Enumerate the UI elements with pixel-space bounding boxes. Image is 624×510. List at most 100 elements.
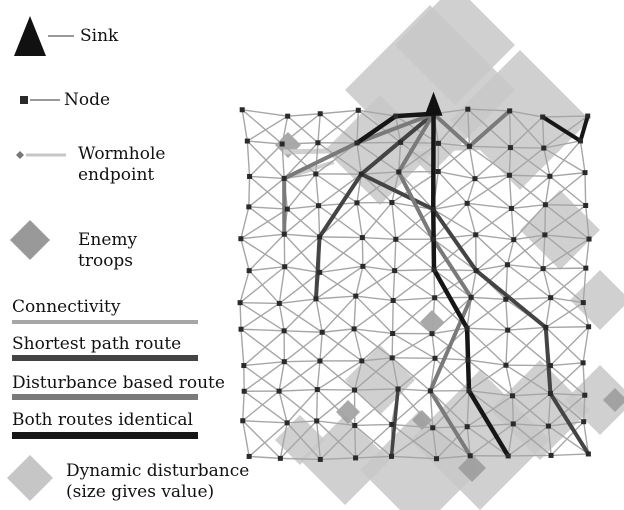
connectivity-edge	[248, 233, 285, 272]
node-marker	[317, 358, 323, 364]
node-marker	[353, 455, 359, 461]
connectivity-edge	[432, 427, 471, 457]
enemy-troops-marker	[458, 454, 486, 482]
connectivity-edge	[278, 360, 321, 392]
connectivity-edge	[249, 455, 281, 460]
node-marker	[240, 418, 246, 424]
connectivity-edge	[584, 172, 587, 206]
node-marker	[473, 268, 479, 274]
connectivity-edge	[355, 266, 364, 297]
node-marker	[317, 269, 323, 275]
connectivity-edge	[466, 298, 507, 329]
connectivity-edge	[353, 299, 394, 330]
connectivity-edge	[355, 423, 393, 459]
connectivity-edge	[239, 302, 242, 330]
legend-connectivity-line	[12, 320, 198, 324]
connectivity-edge	[319, 360, 356, 391]
connectivity-edge	[550, 421, 585, 456]
connectivity-edge	[356, 141, 401, 144]
node-marker	[281, 231, 287, 237]
connectivity-edge	[240, 206, 250, 239]
node-marker	[547, 173, 553, 179]
node-marker	[279, 141, 285, 147]
connectivity-edge	[398, 171, 434, 210]
node-marker	[582, 170, 588, 176]
node-marker	[317, 234, 323, 240]
connectivity-edge	[286, 173, 317, 210]
node-marker	[317, 111, 323, 117]
connectivity-edge	[354, 423, 392, 427]
connectivity-edge	[505, 365, 514, 396]
connectivity-edge	[281, 116, 289, 145]
connectivity-edge	[512, 392, 551, 425]
node-marker	[427, 388, 433, 394]
connectivity-edge	[397, 357, 436, 390]
connectivity-edge	[362, 265, 394, 301]
connectivity-edge	[246, 115, 289, 142]
connectivity-edge	[249, 175, 285, 180]
connectivity-edge	[319, 236, 364, 267]
connectivity-edge	[391, 357, 399, 390]
connectivity-edge	[466, 426, 509, 457]
connectivity-edge	[284, 266, 317, 300]
connectivity-edge	[315, 142, 319, 175]
node-marker	[246, 453, 252, 459]
connectivity-edge	[354, 388, 399, 391]
node-marker	[276, 300, 282, 306]
node-marker	[284, 420, 290, 426]
node-marker	[359, 358, 365, 364]
connectivity-edge	[241, 109, 249, 142]
connectivity-edge	[476, 264, 508, 272]
connectivity-edge	[282, 142, 318, 145]
connectivity-edge	[279, 298, 317, 305]
node-marker	[505, 453, 511, 459]
connectivity-edge	[316, 389, 356, 426]
connectivity-edge	[248, 177, 285, 208]
connectivity-edge	[356, 142, 400, 173]
legend-identical-line	[12, 432, 198, 439]
connectivity-edge	[284, 360, 320, 363]
connectivity-edge	[512, 423, 552, 456]
connectivity-edge	[287, 113, 321, 117]
connectivity-edge	[284, 236, 321, 268]
connectivity-edge	[248, 206, 288, 210]
node-marker	[586, 236, 592, 242]
node-marker	[239, 107, 245, 113]
connectivity-edge	[315, 420, 322, 460]
node-marker	[315, 140, 321, 146]
connectivity-edge	[318, 173, 362, 207]
connectivity-edge	[239, 302, 285, 332]
connectivity-edge	[466, 395, 513, 428]
node-marker	[284, 206, 290, 212]
node-marker	[503, 362, 509, 368]
node-marker	[548, 295, 554, 301]
connectivity-edge	[505, 299, 509, 331]
connectivity-edge	[434, 357, 468, 361]
connectivity-edge	[248, 176, 251, 207]
connectivity-edge	[356, 202, 364, 238]
connectivity-edge	[469, 423, 514, 457]
node-marker	[543, 324, 549, 330]
connectivity-edge	[319, 237, 363, 273]
connectivity-edge	[466, 174, 510, 204]
connectivity-edge	[279, 420, 318, 459]
wormhole-endpoint-icon	[16, 151, 24, 159]
node-marker	[388, 453, 394, 459]
connectivity-edge	[436, 426, 468, 460]
node-marker	[319, 329, 325, 335]
connectivity-edge	[582, 395, 586, 422]
connectivity-edge	[468, 364, 507, 392]
connectivity-edge	[242, 420, 250, 457]
connectivity-edge	[579, 140, 586, 173]
connectivity-edge	[361, 332, 394, 362]
connectivity-edge	[279, 422, 288, 459]
connectivity-edge	[431, 327, 468, 335]
connectivity-edge	[356, 174, 362, 203]
connectivity-edge	[467, 108, 510, 112]
node-marker	[396, 169, 402, 175]
node-marker	[582, 392, 588, 398]
connectivity-edge	[431, 296, 472, 335]
connectivity-edge	[542, 268, 584, 304]
node-marker	[430, 425, 436, 431]
connectivity-edge	[433, 202, 468, 211]
